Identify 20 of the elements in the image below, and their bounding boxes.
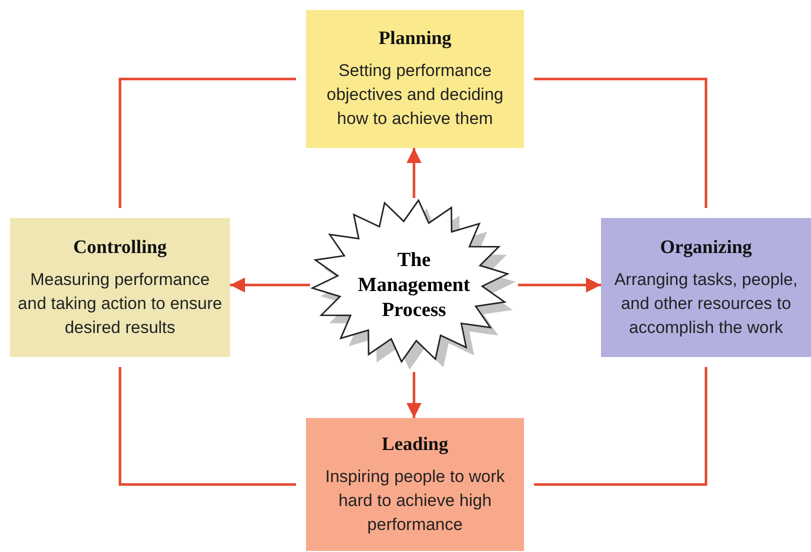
box-heading: Planning	[378, 27, 452, 51]
function-box	[601, 218, 811, 357]
center-title: The Management Process	[356, 248, 472, 322]
connector-line	[118, 78, 296, 208]
connector-line	[534, 367, 708, 486]
arrow	[406, 372, 422, 418]
box-description: Arranging tasks, people, and other resources to accomplish the work	[613, 268, 799, 338]
box-description: Inspiring people to work hard to achieve high performance	[324, 466, 506, 536]
arrow	[518, 278, 601, 292]
box-heading: Organizing	[660, 236, 752, 260]
function-box	[10, 218, 230, 357]
box-heading: Leading	[382, 432, 448, 456]
box-description: Setting performance objectives and deciding how to achieve them	[326, 60, 504, 130]
connector-line	[534, 78, 708, 208]
box-description: Measuring performance and taking action to ensure desired results	[16, 268, 224, 338]
function-box	[306, 10, 524, 148]
connector-line	[118, 367, 296, 486]
arrow	[230, 278, 310, 292]
box-heading: Controlling	[73, 236, 167, 260]
function-box	[306, 418, 524, 551]
